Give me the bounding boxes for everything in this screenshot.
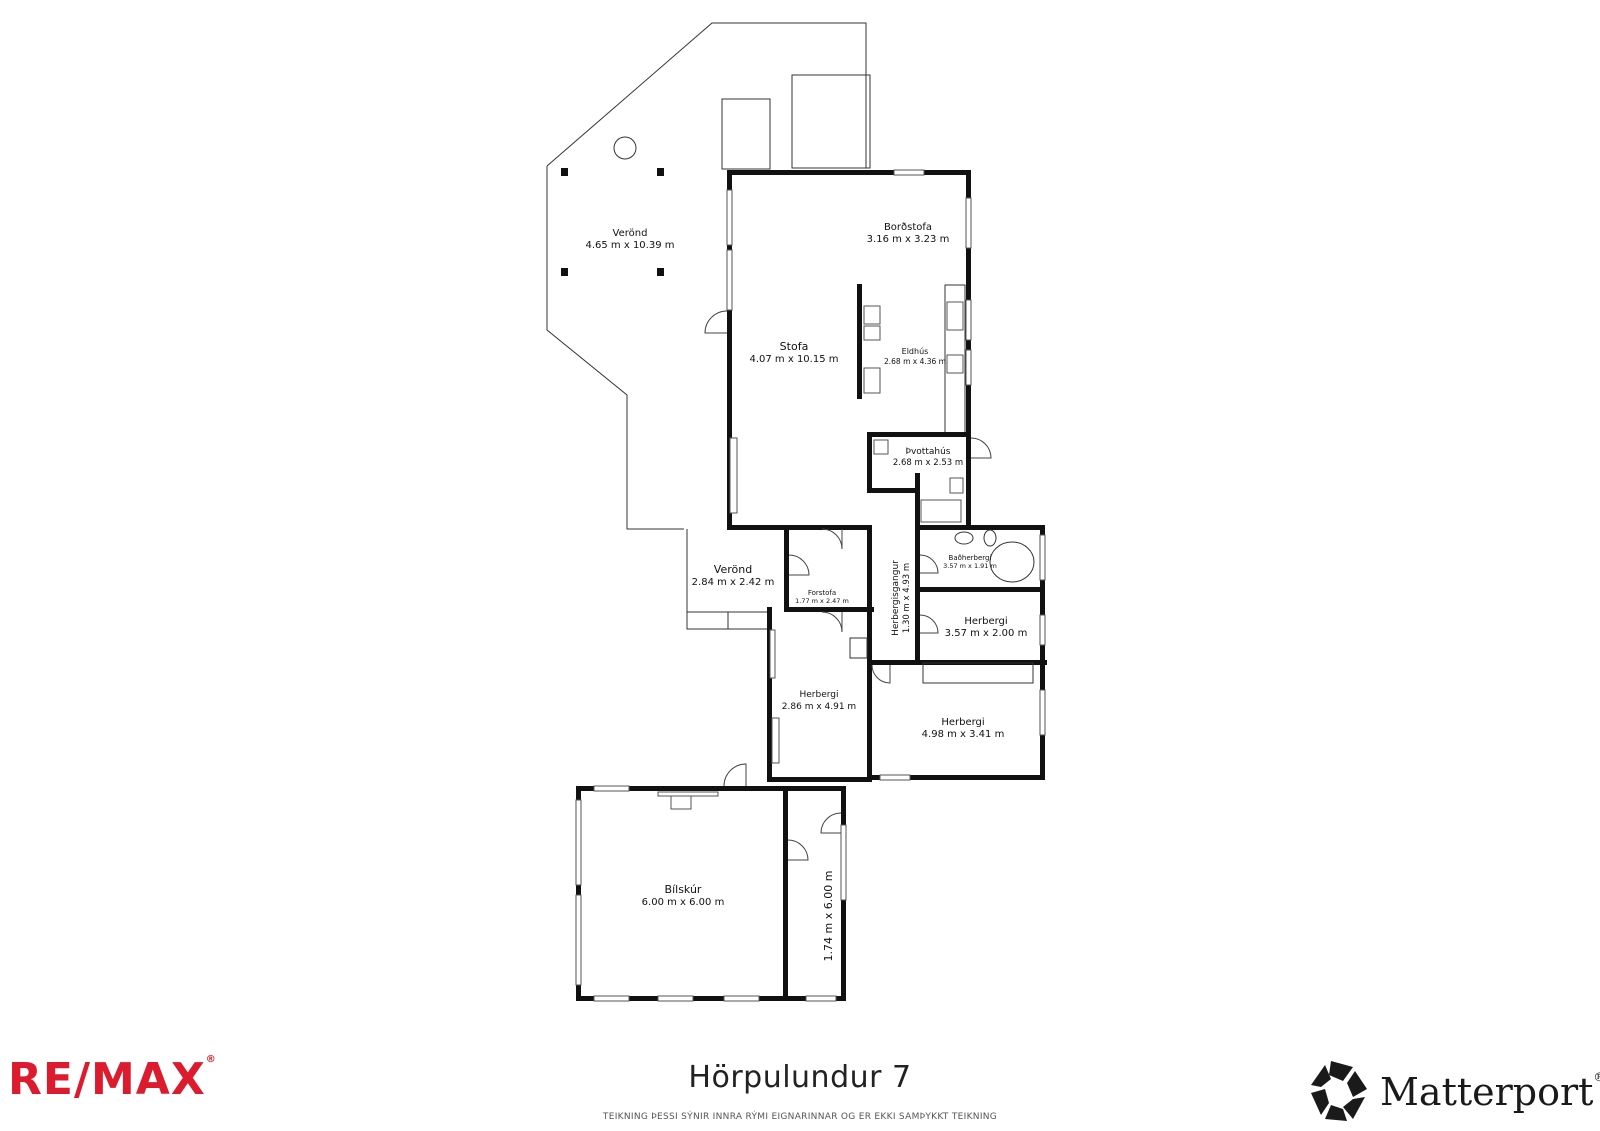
- room-name-stofa: Stofa: [780, 340, 809, 353]
- remax-registered-mark: ®: [205, 1054, 217, 1065]
- room-dims-forstofa: 1.77 m x 2.47 m: [795, 597, 849, 605]
- disclaimer-note: TEIKNING ÞESSI SÝNIR INNRA RÝMI EIGNARIN…: [602, 1112, 998, 1122]
- room-name-badherbergi: Baðherbergi: [949, 554, 992, 562]
- room-name-veronda-2: Verönd: [714, 563, 752, 576]
- room-dims-thvottahus: 2.68 m x 2.53 m: [893, 458, 963, 468]
- room-dims-herbergi-1: 3.57 m x 2.00 m: [945, 628, 1028, 639]
- matterport-wordmark: Matterport®: [1380, 1070, 1600, 1114]
- deck-outline: [546, 22, 871, 530]
- room-dims-bordstofa: 3.16 m x 3.23 m: [867, 234, 950, 245]
- room-dims-herbergi-3: 4.98 m x 3.41 m: [922, 729, 1005, 740]
- room-name-bilskur: Bílskúr: [665, 883, 702, 896]
- matterport-wordmark-text: Matterport: [1380, 1070, 1594, 1114]
- room-dims-bilskur: 6.00 m x 6.00 m: [642, 897, 725, 908]
- room-name-forstofa: Forstofa: [808, 589, 836, 597]
- matterport-registered-mark: ®: [1593, 1070, 1600, 1084]
- room-dims-veronda-1: 4.65 m x 10.39 m: [585, 240, 674, 251]
- room-name-thvottahus: Þvottahús: [906, 447, 951, 457]
- room-labels: Verönd 4.65 m x 10.39 m Borðstofa 3.16 m…: [585, 222, 1027, 961]
- room-name-herbergi-1: Herbergi: [964, 616, 1007, 627]
- room-dims-eldhus: 2.68 m x 4.36 m: [884, 357, 946, 366]
- house-walls: [727, 170, 1047, 782]
- room-dims-herbergi-2: 2.86 m x 4.91 m: [782, 702, 856, 712]
- room-name-herbergi-2: Herbergi: [799, 690, 838, 700]
- room-dims-badherbergi: 3.57 m x 1.91 m: [943, 562, 997, 570]
- matterport-brand: Matterport®: [1310, 1062, 1600, 1122]
- windows: [575, 169, 1046, 1002]
- room-name-veronda-1: Verönd: [613, 228, 648, 239]
- remax-logo: RE/MAX®: [8, 1054, 217, 1105]
- page-title: Hörpulundur 7: [688, 1060, 912, 1095]
- matterport-logo: [1311, 1061, 1367, 1121]
- room-dims-stofa: 4.07 m x 10.15 m: [749, 354, 838, 365]
- room-dims-geymsla: 1.74 m x 6.00 m: [822, 871, 835, 962]
- room-name-eldhus: Eldhús: [902, 347, 929, 356]
- room-dims-herbergisgangur: 1.30 m x 4.93 m: [902, 563, 912, 633]
- room-name-bordstofa: Borðstofa: [884, 222, 932, 233]
- room-dims-veronda-2: 2.84 m x 2.42 m: [692, 577, 775, 588]
- small-deck: [686, 529, 767, 630]
- room-name-herbergi-3: Herbergi: [941, 717, 984, 728]
- room-name-herbergisgangur: Herbergisgangur: [891, 560, 901, 636]
- remax-logo-text: RE/MAX: [8, 1054, 206, 1105]
- garage-walls: [576, 786, 846, 1001]
- door-swings: [704, 310, 992, 861]
